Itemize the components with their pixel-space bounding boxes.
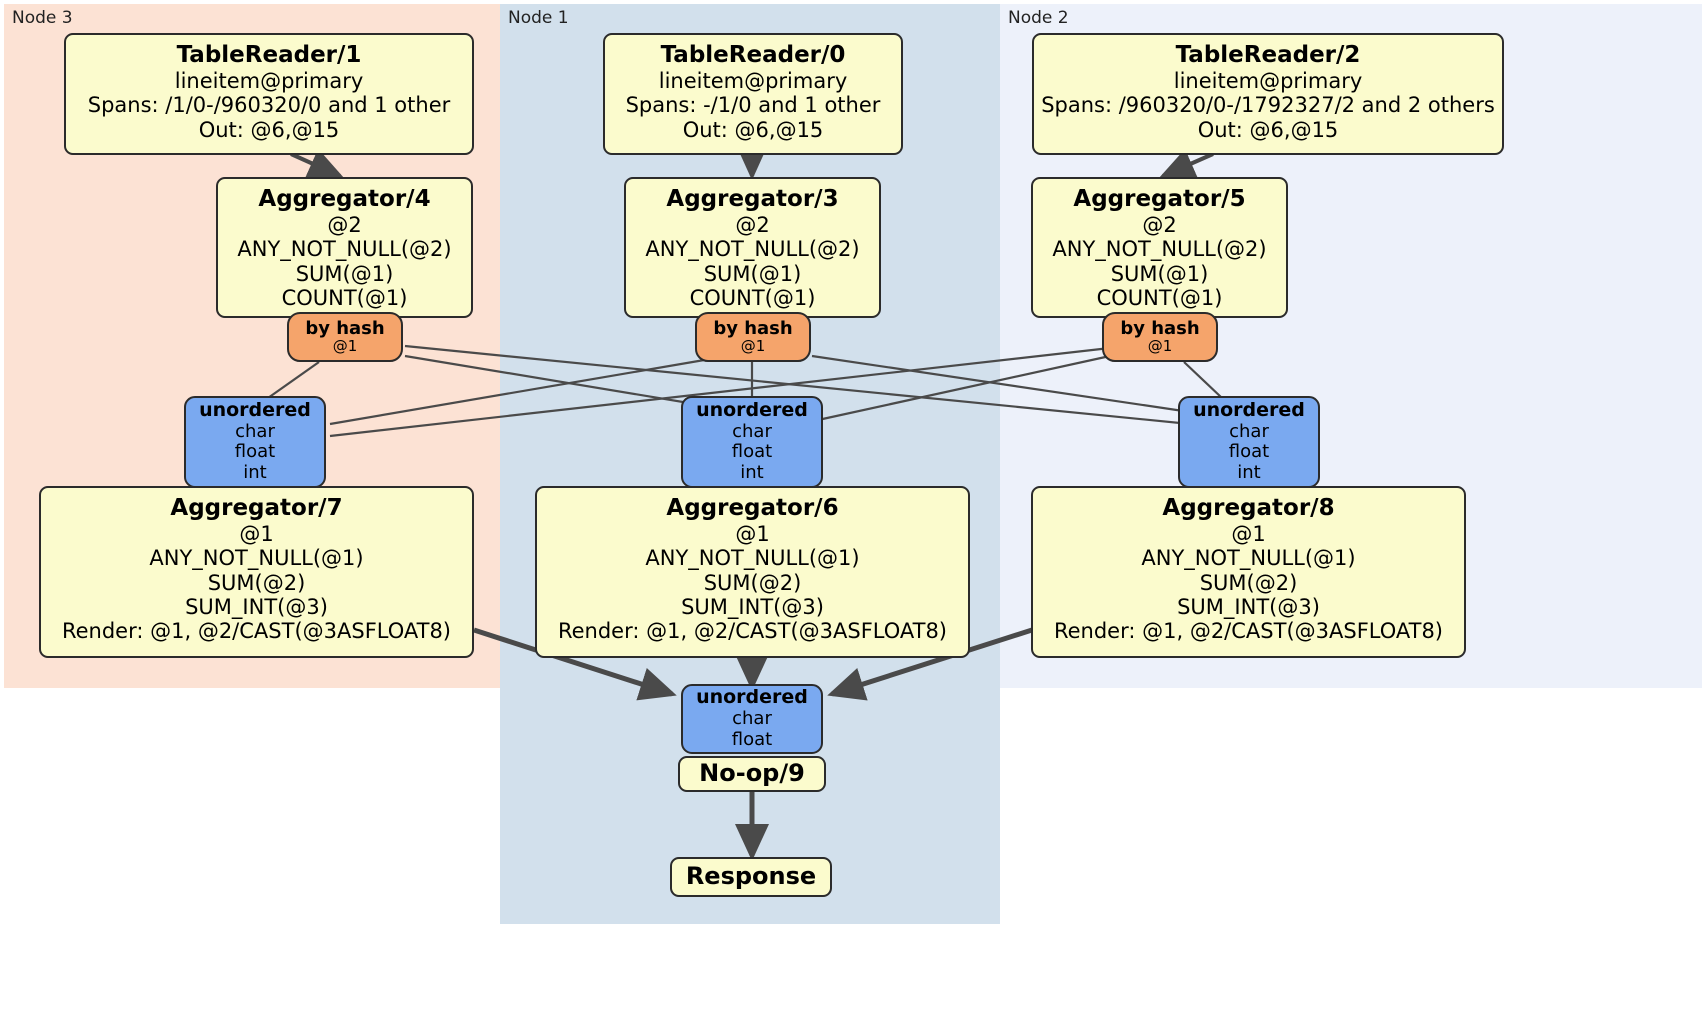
aggregator-6-agg-0: ANY_NOT_NULL(@1): [645, 546, 860, 571]
aggregator-8-agg-1: SUM(@2): [1199, 570, 1298, 595]
aggregator-6-agg-1: SUM(@2): [703, 570, 802, 595]
aggregator-7-group: @1: [239, 521, 274, 546]
table-reader-1-out: Out: @6,@15: [198, 117, 340, 142]
router-by-hash-aggregator-5[interactable]: by hash @1: [1102, 312, 1218, 362]
aggregator-3-group: @2: [735, 212, 770, 237]
table-reader-0-table: lineitem@primary: [658, 68, 848, 93]
node-label-node-3: Node 3: [12, 8, 73, 28]
table-reader-1-spans: Spans: /1/0-/960320/0 and 1 other: [87, 93, 451, 118]
aggregator-7-render: Render: @1, @2/CAST(@3ASFLOAT8): [61, 619, 452, 644]
table-reader-0-title: TableReader/0: [660, 42, 846, 68]
aggregator-5-agg-2: COUNT(@1): [1096, 286, 1223, 311]
aggregator-6[interactable]: Aggregator/6 @1 ANY_NOT_NULL(@1) SUM(@2)…: [535, 486, 970, 658]
aggregator-5-group: @2: [1142, 212, 1177, 237]
node-label-node-2: Node 2: [1008, 8, 1069, 28]
aggregator-8-agg-0: ANY_NOT_NULL(@1): [1141, 546, 1356, 571]
aggregator-3-title: Aggregator/3: [666, 186, 839, 212]
aggregator-3-agg-1: SUM(@1): [703, 261, 802, 286]
router-by-hash-aggregator-5-column: @1: [1147, 336, 1173, 355]
router-by-hash-aggregator-4-column: @1: [332, 336, 358, 355]
table-reader-2[interactable]: TableReader/2 lineitem@primary Spans: /9…: [1032, 33, 1504, 155]
router-by-hash-aggregator-4[interactable]: by hash @1: [287, 312, 403, 362]
aggregator-6-group: @1: [735, 521, 770, 546]
receiver-unordered-node-3[interactable]: unordered char float int: [184, 396, 326, 488]
no-op-9[interactable]: No-op/9: [678, 756, 826, 792]
table-reader-2-title: TableReader/2: [1175, 42, 1361, 68]
receiver-unordered-final-type-1: float: [731, 728, 773, 750]
aggregator-5[interactable]: Aggregator/5 @2 ANY_NOT_NULL(@2) SUM(@1)…: [1031, 177, 1288, 318]
aggregator-8-title: Aggregator/8: [1162, 495, 1335, 521]
table-reader-1-table: lineitem@primary: [174, 68, 364, 93]
aggregator-7-agg-2: SUM_INT(@3): [185, 595, 328, 620]
table-reader-0-out: Out: @6,@15: [682, 117, 824, 142]
no-op-9-title: No-op/9: [699, 759, 805, 788]
receiver-unordered-node-2-type-2: int: [1237, 462, 1261, 484]
aggregator-4-agg-1: SUM(@1): [295, 261, 394, 286]
receiver-unordered-node-1[interactable]: unordered char float int: [681, 396, 823, 488]
receiver-unordered-node-1-title: unordered: [696, 398, 808, 421]
table-reader-1[interactable]: TableReader/1 lineitem@primary Spans: /1…: [64, 33, 474, 155]
table-reader-0[interactable]: TableReader/0 lineitem@primary Spans: -/…: [603, 33, 903, 155]
receiver-unordered-node-3-type-1: float: [234, 441, 276, 463]
table-reader-2-out: Out: @6,@15: [1197, 117, 1339, 142]
aggregator-6-title: Aggregator/6: [666, 495, 839, 521]
aggregator-5-title: Aggregator/5: [1073, 186, 1246, 212]
aggregator-7-title: Aggregator/7: [170, 495, 343, 521]
receiver-unordered-node-3-type-2: int: [243, 462, 267, 484]
aggregator-3[interactable]: Aggregator/3 @2 ANY_NOT_NULL(@2) SUM(@1)…: [624, 177, 881, 318]
aggregator-4-title: Aggregator/4: [258, 186, 431, 212]
aggregator-4[interactable]: Aggregator/4 @2 ANY_NOT_NULL(@2) SUM(@1)…: [216, 177, 473, 318]
aggregator-7-agg-0: ANY_NOT_NULL(@1): [149, 546, 364, 571]
node-label-node-1: Node 1: [508, 8, 569, 28]
receiver-unordered-node-1-type-2: int: [740, 462, 764, 484]
aggregator-7[interactable]: Aggregator/7 @1 ANY_NOT_NULL(@1) SUM(@2)…: [39, 486, 474, 658]
aggregator-3-agg-2: COUNT(@1): [689, 286, 816, 311]
aggregator-5-agg-0: ANY_NOT_NULL(@2): [1052, 237, 1267, 262]
receiver-unordered-node-3-title: unordered: [199, 398, 311, 421]
receiver-unordered-node-2-type-1: float: [1228, 441, 1270, 463]
table-reader-2-spans: Spans: /960320/0-/1792327/2 and 2 others: [1041, 93, 1495, 118]
receiver-unordered-node-2-type-0: char: [1229, 420, 1269, 442]
receiver-unordered-node-2[interactable]: unordered char float int: [1178, 396, 1320, 488]
response-node[interactable]: Response: [670, 857, 832, 897]
router-by-hash-aggregator-3[interactable]: by hash @1: [695, 312, 811, 362]
table-reader-0-spans: Spans: -/1/0 and 1 other: [625, 93, 881, 118]
receiver-unordered-node-2-title: unordered: [1193, 398, 1305, 421]
router-by-hash-aggregator-4-title: by hash: [305, 317, 385, 339]
aggregator-8-render: Render: @1, @2/CAST(@3ASFLOAT8): [1053, 619, 1444, 644]
router-by-hash-aggregator-3-title: by hash: [713, 317, 793, 339]
aggregator-6-agg-2: SUM_INT(@3): [681, 595, 824, 620]
aggregator-5-agg-1: SUM(@1): [1110, 261, 1209, 286]
receiver-unordered-final[interactable]: unordered char float: [681, 684, 823, 754]
table-reader-1-title: TableReader/1: [176, 42, 362, 68]
receiver-unordered-node-1-type-0: char: [732, 420, 772, 442]
response-title: Response: [685, 862, 817, 891]
table-reader-2-table: lineitem@primary: [1173, 68, 1363, 93]
receiver-unordered-node-3-type-0: char: [235, 420, 275, 442]
aggregator-3-agg-0: ANY_NOT_NULL(@2): [645, 237, 860, 262]
aggregator-6-render: Render: @1, @2/CAST(@3ASFLOAT8): [557, 619, 948, 644]
aggregator-4-agg-2: COUNT(@1): [281, 286, 408, 311]
aggregator-8-group: @1: [1231, 521, 1266, 546]
aggregator-8-agg-2: SUM_INT(@3): [1177, 595, 1320, 620]
receiver-unordered-final-type-0: char: [732, 707, 772, 729]
aggregator-4-group: @2: [327, 212, 362, 237]
receiver-unordered-node-1-type-1: float: [731, 441, 773, 463]
aggregator-8[interactable]: Aggregator/8 @1 ANY_NOT_NULL(@1) SUM(@2)…: [1031, 486, 1466, 658]
receiver-unordered-final-title: unordered: [696, 686, 808, 709]
router-by-hash-aggregator-3-column: @1: [740, 336, 766, 355]
router-by-hash-aggregator-5-title: by hash: [1120, 317, 1200, 339]
aggregator-4-agg-0: ANY_NOT_NULL(@2): [237, 237, 452, 262]
aggregator-7-agg-1: SUM(@2): [207, 570, 306, 595]
